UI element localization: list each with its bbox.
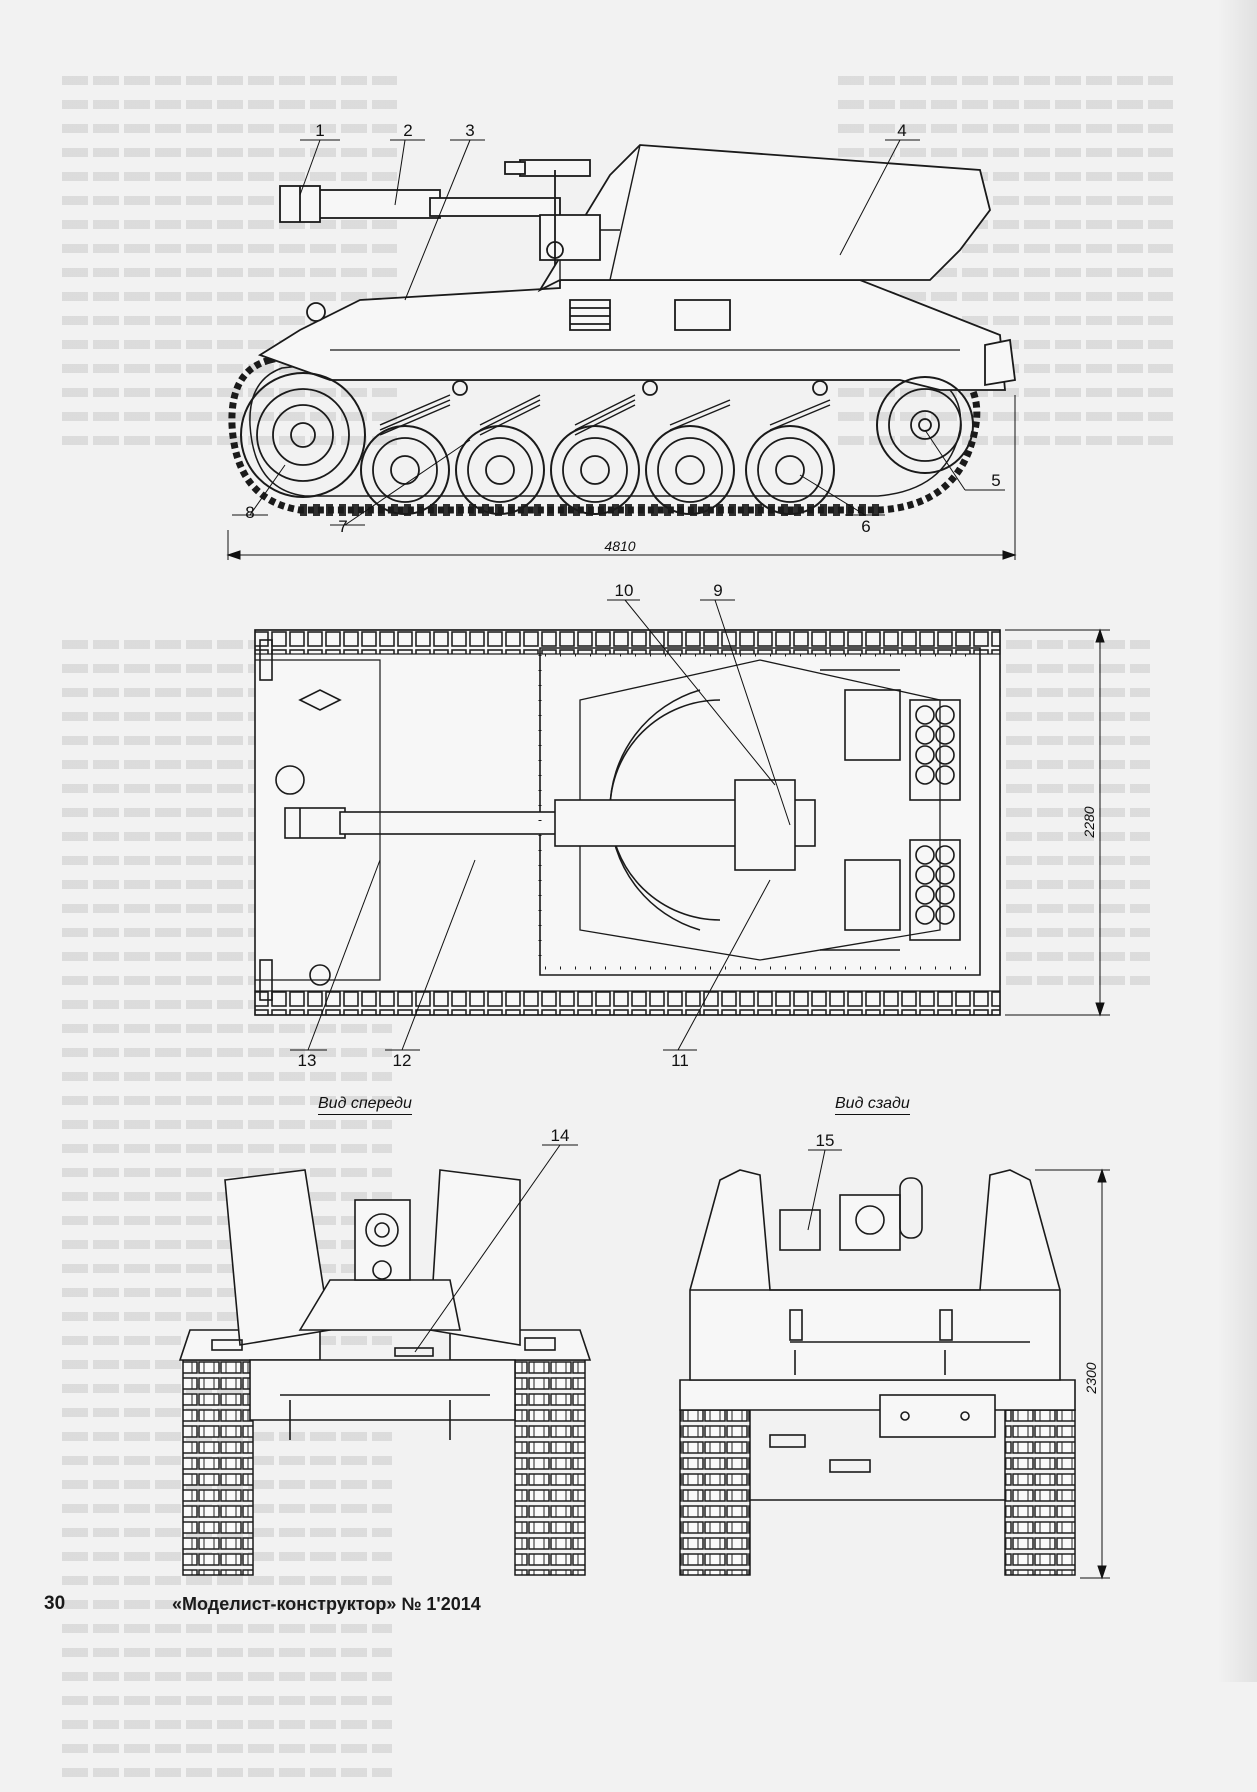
page-number: 30 bbox=[44, 1593, 66, 1614]
callout-6: 6 bbox=[861, 517, 870, 536]
road-wheels bbox=[360, 425, 835, 515]
technical-drawing: 1 2 3 4 5 6 7 8 4810 bbox=[178, 121, 1110, 1580]
callout-5: 5 bbox=[991, 471, 1000, 490]
callout-2: 2 bbox=[403, 121, 412, 140]
callout-11: 11 bbox=[671, 1051, 689, 1070]
callout-14: 14 bbox=[551, 1126, 570, 1145]
callout-1: 1 bbox=[315, 121, 324, 140]
callout-9: 9 bbox=[713, 581, 722, 600]
side-view-callouts bbox=[232, 139, 1005, 526]
rear-view-caption: Вид сзади bbox=[835, 1095, 910, 1115]
front-gun-muzzle bbox=[354, 1199, 411, 1281]
callout-4: 4 bbox=[897, 121, 906, 140]
gun-barrel bbox=[279, 159, 591, 223]
callout-13: 13 bbox=[298, 1051, 317, 1070]
width-dimension-label: 2280 bbox=[1081, 806, 1097, 838]
page-edge-shadow bbox=[1217, 0, 1257, 1682]
front-view bbox=[178, 1169, 592, 1576]
magazine-issue: «Моделист-конструктор» № 1'2014 bbox=[172, 1594, 481, 1614]
callout-3: 3 bbox=[465, 121, 474, 140]
callout-7: 7 bbox=[338, 517, 347, 536]
hull-side bbox=[257, 279, 1006, 391]
callout-12: 12 bbox=[393, 1051, 412, 1070]
ghost-column-left-top bbox=[62, 76, 397, 460]
top-view bbox=[254, 629, 1001, 1016]
rear-gun-breech bbox=[779, 1177, 923, 1251]
side-view bbox=[228, 144, 1017, 516]
width-dimension bbox=[1005, 628, 1110, 1017]
idler-wheel bbox=[876, 376, 974, 474]
callout-8: 8 bbox=[245, 503, 254, 522]
ammo-rack-lower bbox=[909, 839, 961, 941]
drive-sprocket bbox=[240, 372, 366, 498]
callout-15: 15 bbox=[816, 1131, 835, 1150]
length-dimension-label: 4810 bbox=[604, 538, 635, 554]
gun-top bbox=[284, 779, 816, 871]
magazine-page: 1 2 3 4 5 6 7 8 4810 bbox=[44, 0, 1257, 1777]
rear-view bbox=[679, 1169, 1076, 1576]
ammo-rack-upper bbox=[909, 699, 961, 801]
rear-superstructure bbox=[689, 1169, 1061, 1381]
top-view-callouts bbox=[290, 599, 791, 1051]
leaf-springs bbox=[379, 394, 831, 436]
height-dimension bbox=[1035, 1168, 1110, 1580]
height-dimension-label: 2300 bbox=[1083, 1362, 1099, 1394]
callout-10: 10 bbox=[615, 581, 634, 600]
length-dimension bbox=[226, 395, 1017, 560]
front-view-caption: Вид спереди bbox=[318, 1095, 412, 1115]
fighting-compartment bbox=[537, 144, 991, 293]
